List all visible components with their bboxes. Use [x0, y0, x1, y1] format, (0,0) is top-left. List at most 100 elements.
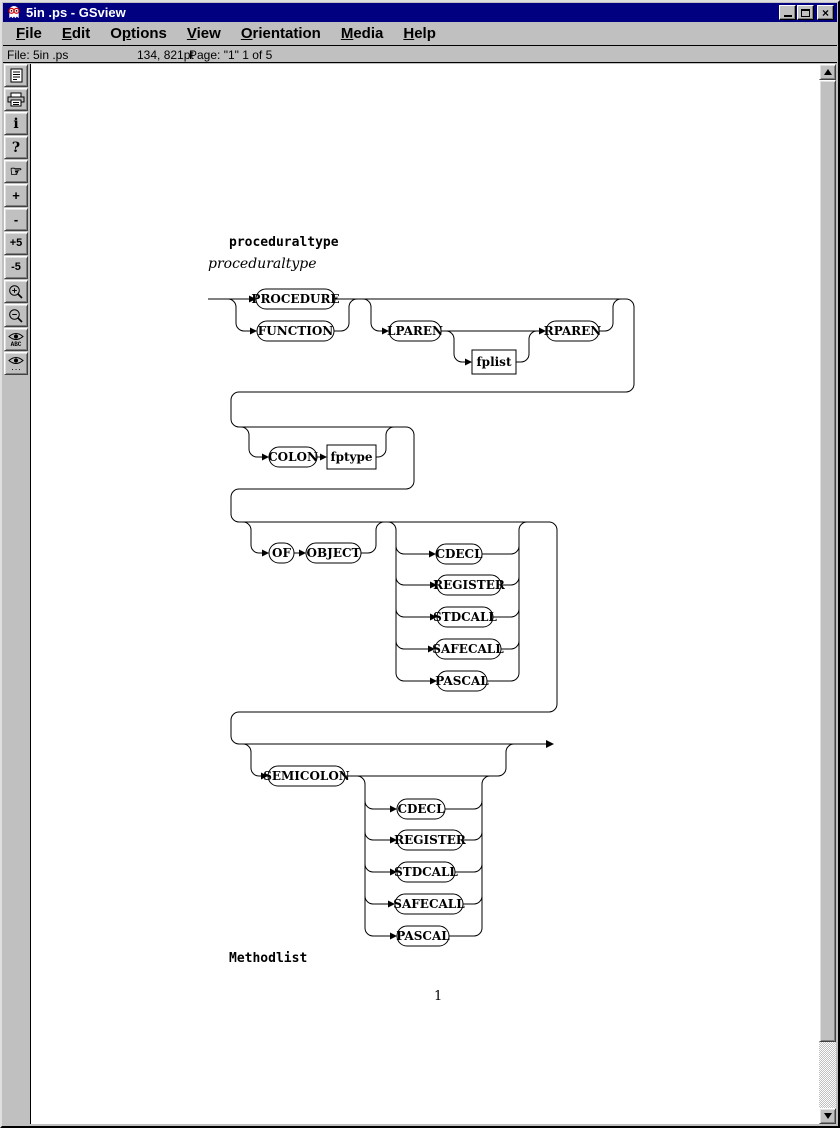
open-file-button[interactable]: [4, 64, 28, 87]
diagram-node-label: REGISTER: [433, 578, 506, 592]
magnifier-minus-icon: [9, 308, 23, 323]
diagram-node-box-terminal: [436, 606, 494, 628]
diagram-node-label: fplist: [477, 355, 512, 369]
diagram-node-label: LPAREN: [387, 324, 443, 338]
diagram-node-box-terminal: [396, 798, 446, 820]
diagram-node-label: PASCAL: [435, 674, 489, 688]
diagram-node-box-terminal: [396, 829, 464, 851]
text-find-button[interactable]: ...: [4, 352, 28, 375]
diagram-node-label: PROCEDURE: [251, 292, 339, 306]
help-button[interactable]: ?: [4, 136, 28, 159]
diagram-node-box-terminal: [545, 320, 600, 342]
diagram-node-label: FUNCTION: [258, 324, 334, 338]
close-button[interactable]: ×: [817, 5, 834, 20]
diagram-node-label: SAFECALL: [393, 897, 465, 911]
zoom-in-button[interactable]: [4, 280, 28, 303]
next-page-button[interactable]: +: [4, 184, 28, 207]
printer-icon: [7, 92, 25, 107]
minus-icon: -: [13, 212, 19, 227]
diagram-node-label: CDECL: [435, 547, 483, 561]
diagram-node-box-terminal: [305, 542, 362, 564]
page-canvas[interactable]: proceduraltype proceduraltype Methodlist…: [30, 64, 819, 1124]
scrollbar-thumb[interactable]: [819, 80, 836, 1042]
menu-view[interactable]: View: [186, 25, 221, 42]
diagram-node-label: OBJECT: [307, 546, 361, 560]
diagram-nodes: PROCEDURE FUNCTION LPAREN fplist RPAREN COLON…: [251, 288, 602, 947]
diagram-node-label: CDECL: [397, 802, 445, 816]
text-extract-button[interactable]: ABC: [4, 328, 28, 351]
menu-help[interactable]: Help: [403, 25, 436, 42]
diagram-node-box-terminal: [434, 638, 502, 660]
status-coordinates: 134, 821pt: [137, 48, 194, 62]
help-icon: ?: [11, 139, 21, 156]
diagram-node-box-terminal: [255, 288, 336, 310]
back-5-button[interactable]: -5: [4, 256, 28, 279]
titlebar: 5in .ps - GSview ×: [3, 3, 837, 22]
diagram-node-box-terminal: [268, 446, 318, 468]
diagram-node-box-terminal: [388, 320, 442, 342]
diagram-node-box-terminal: [256, 320, 335, 342]
diagram-node-label: COLON: [268, 450, 318, 464]
scroll-down-button[interactable]: [819, 1108, 836, 1124]
scroll-up-icon: [823, 69, 832, 75]
diagram-node-box-nonterminal: [326, 444, 377, 470]
diagram-node-box-terminal: [394, 893, 464, 915]
eye-icon: [8, 356, 24, 364]
diagram-rails: [208, 295, 635, 940]
scroll-up-button[interactable]: [819, 64, 836, 80]
document-icon: [10, 68, 22, 83]
plus-icon: +: [12, 188, 20, 203]
minus-5-icon: -5: [11, 261, 21, 273]
abc-caption: ABC: [10, 340, 22, 348]
close-icon: ×: [821, 5, 829, 20]
maximize-button[interactable]: [797, 5, 814, 20]
diagram-node-box-terminal: [435, 543, 483, 565]
page-number: 1: [434, 989, 442, 1004]
statusbar: File: 5in .ps 134, 821pt Page: "1" 1 of …: [3, 45, 837, 63]
vertical-scrollbar[interactable]: [819, 64, 836, 1124]
diagram-node-label: RPAREN: [544, 324, 602, 338]
dots-caption: ...: [10, 364, 22, 372]
diagram-node-box-nonterminal: [471, 349, 517, 375]
minimize-button[interactable]: [779, 5, 796, 20]
prev-page-button[interactable]: -: [4, 208, 28, 231]
forward-5-button[interactable]: +5: [4, 232, 28, 255]
plus-5-icon: +5: [9, 237, 23, 249]
diagram-node-label: REGISTER: [394, 833, 467, 847]
minimize-icon: [783, 15, 792, 17]
syntax-diagram: proceduraltype proceduraltype Methodlist…: [208, 235, 635, 1004]
diagram-node-label: OF: [272, 546, 291, 560]
diagram-node-label: fptype: [330, 450, 372, 464]
eye-icon: [8, 332, 24, 340]
menu-media[interactable]: Media: [340, 25, 384, 42]
menu-file[interactable]: File: [16, 25, 42, 42]
diagram-node-box-terminal: [268, 542, 295, 564]
menubar: File Edit Options View Orientation Media…: [3, 22, 837, 45]
gsview-app-icon: [8, 5, 20, 19]
hand-icon: ☞: [9, 163, 23, 180]
diagram-node-label: PASCAL: [396, 929, 450, 943]
menu-edit[interactable]: Edit: [61, 25, 91, 42]
diagram-node-box-terminal: [396, 925, 450, 947]
menu-options[interactable]: Options: [110, 25, 167, 42]
diagram-node-label: SAFECALL: [432, 642, 504, 656]
goto-page-button[interactable]: ☞: [4, 160, 28, 183]
print-button[interactable]: [4, 88, 28, 111]
menu-orientation[interactable]: Orientation: [240, 25, 321, 42]
diagram-node-box-terminal: [267, 765, 346, 787]
info-button[interactable]: i: [4, 112, 28, 135]
status-filename: File: 5in .ps: [7, 48, 69, 62]
diagram-node-label: STDCALL: [394, 865, 458, 879]
diagram-title-bold: proceduraltype: [229, 235, 339, 250]
info-icon: i: [13, 115, 19, 132]
toolbar: i ? ☞ + - +5 -5 ABC: [4, 64, 30, 1124]
zoom-out-button[interactable]: [4, 304, 28, 327]
methodlist-label: Methodlist: [229, 951, 307, 966]
diagram-node-box-terminal: [396, 861, 456, 883]
diagram-node-label: STDCALL: [433, 610, 497, 624]
maximize-icon: [801, 8, 810, 17]
arrowheads: [249, 295, 554, 940]
diagram-node-label: SEMICOLON: [263, 769, 350, 783]
diagram-title-italic: proceduraltype: [208, 256, 317, 272]
